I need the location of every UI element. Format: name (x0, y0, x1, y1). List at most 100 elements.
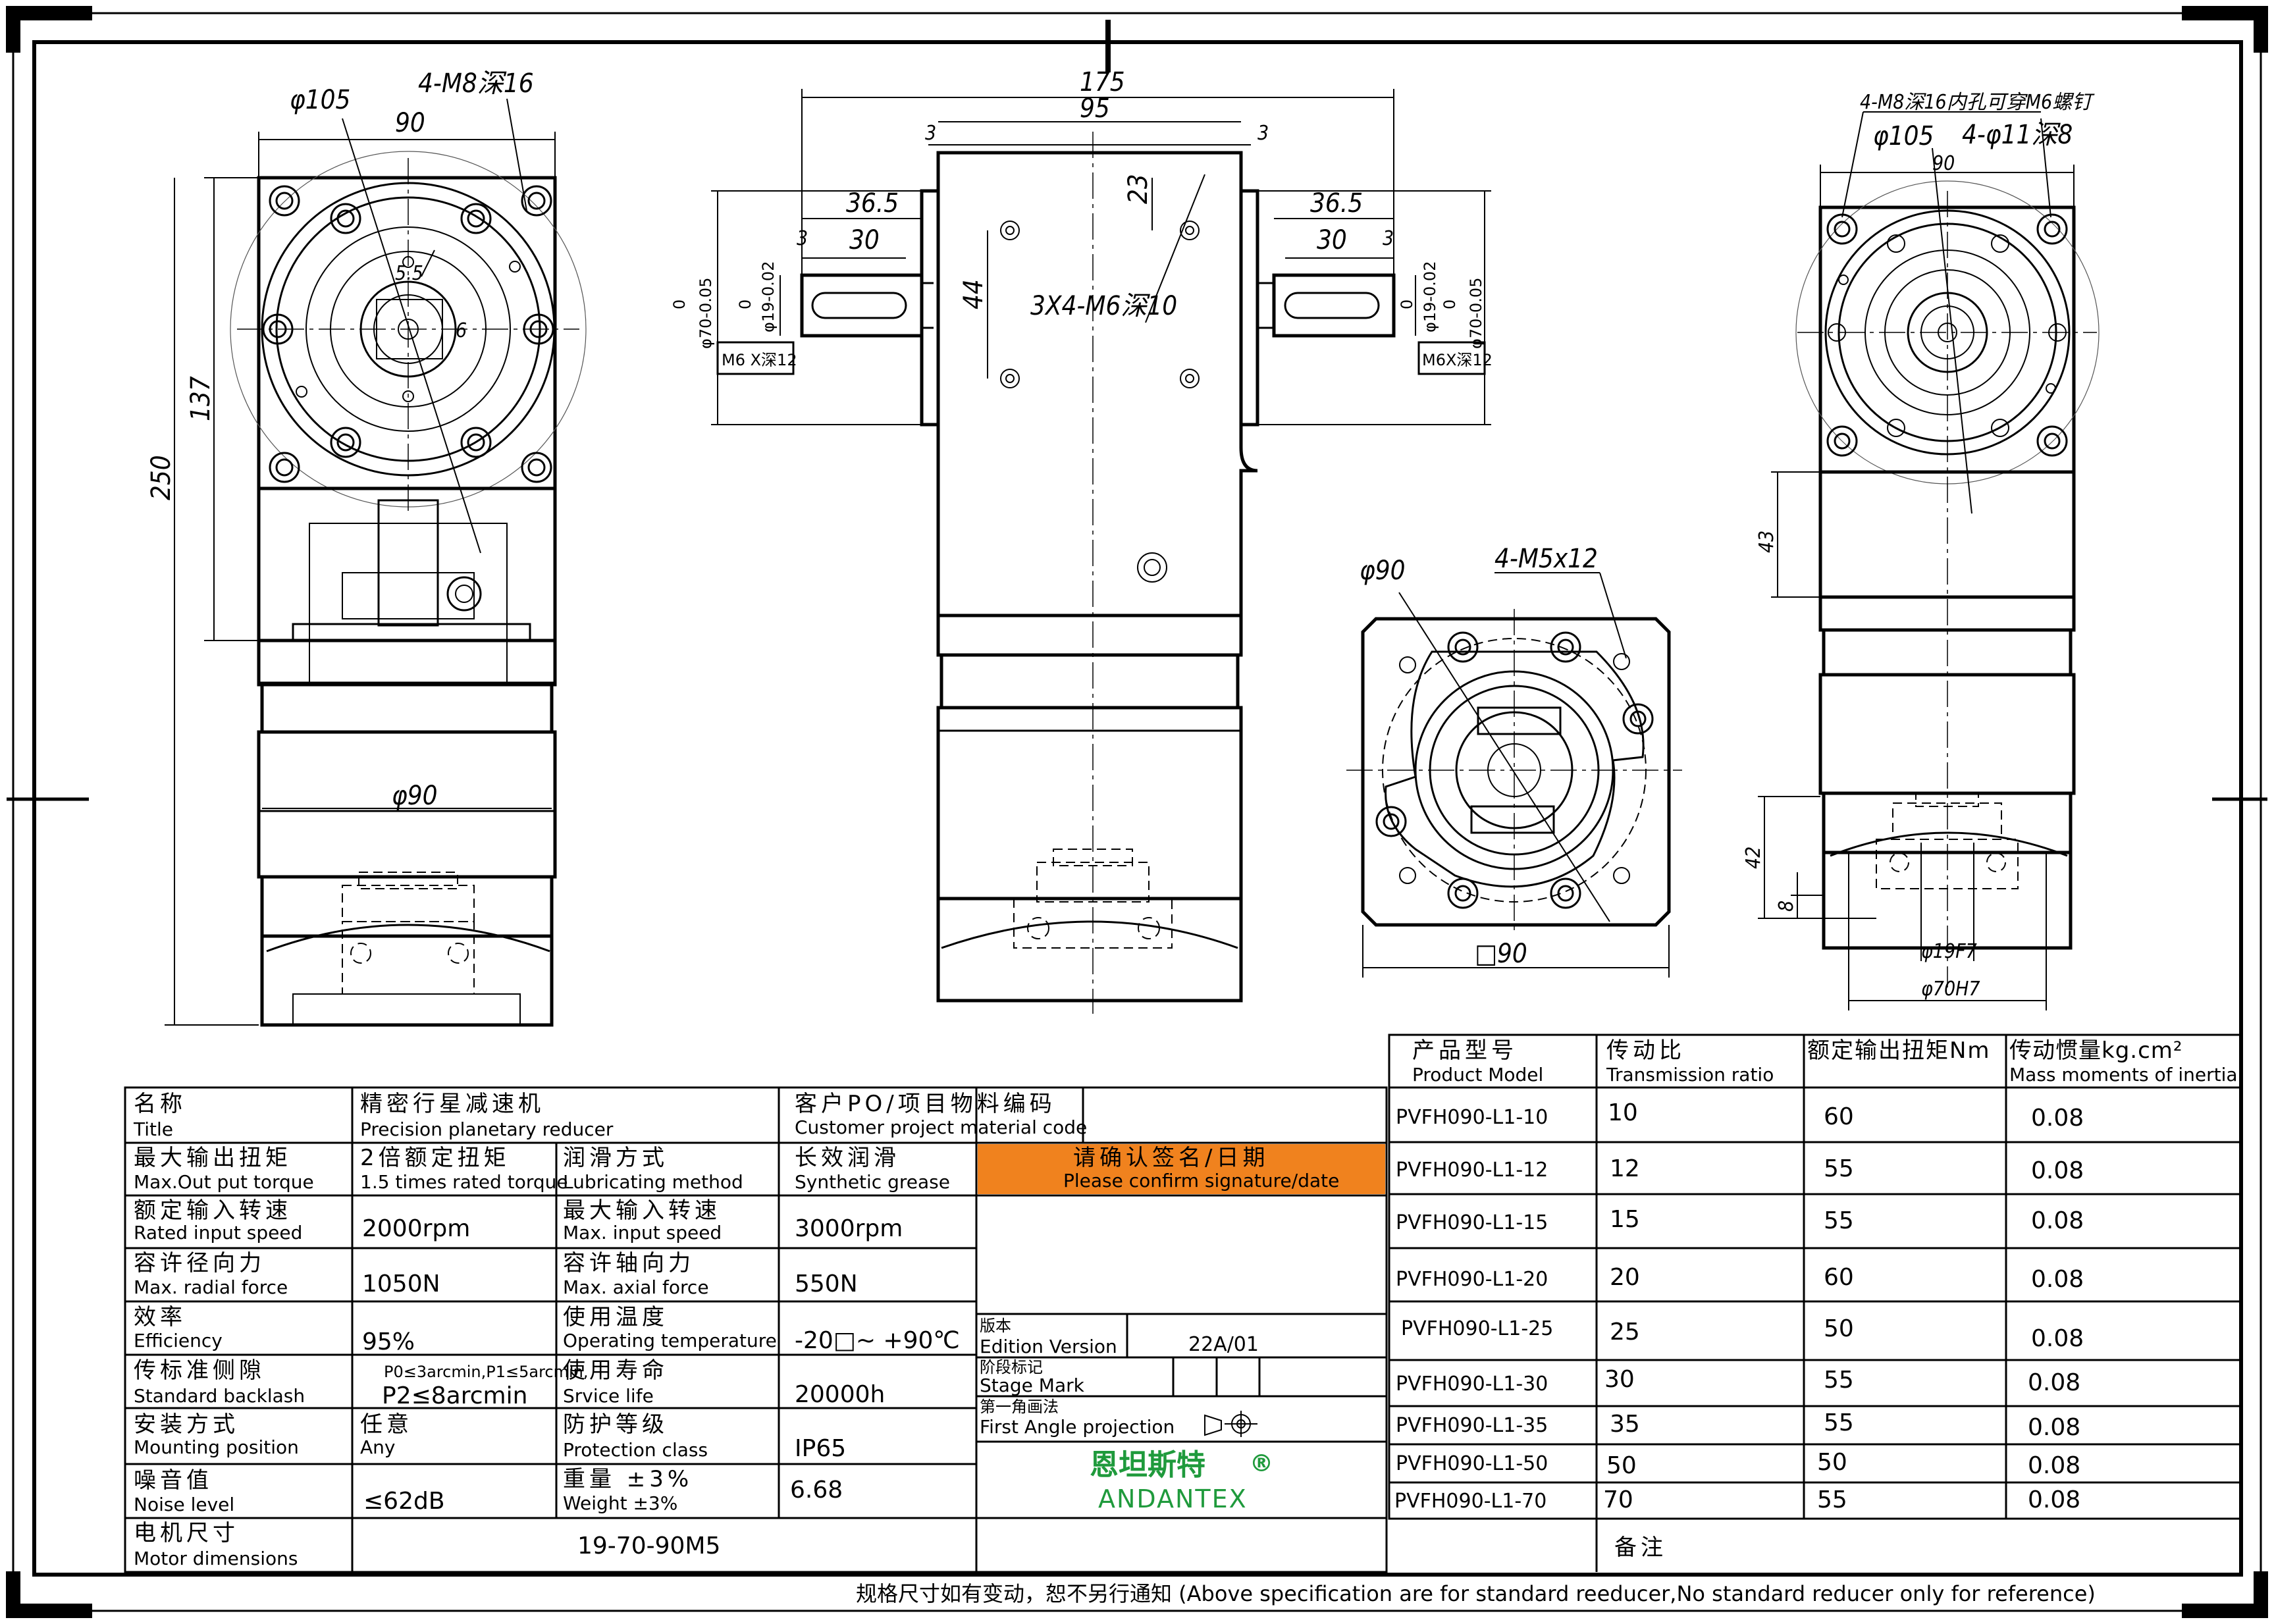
model-table-grid (1388, 1034, 2242, 1572)
left-dim-key2: 6 (456, 319, 467, 342)
spec-value-small: P0≤3arcmin,P1≤5arcmin, (384, 1363, 589, 1381)
spec-value: ≤62dB (363, 1488, 445, 1515)
edition-label-zh: 版本 (980, 1317, 1011, 1335)
torque-cell: 50 (1817, 1449, 1847, 1476)
spec-table-grid (124, 1086, 1388, 1573)
center-dim-left-d70: φ70-0.05 (697, 278, 715, 349)
inertia-header-en: Mass moments of inertia (2009, 1064, 2238, 1086)
title-value-en: Precision planetary reducer (360, 1118, 614, 1140)
customer-label-en: Customer project material code (795, 1116, 1087, 1138)
torque-cell: 55 (1817, 1486, 1847, 1513)
bottom-flange-view (1346, 572, 1682, 978)
spec-label-en: Efficiency (134, 1330, 223, 1351)
center-dim-right-3: 3 (1383, 227, 1394, 250)
spec-label-en: Max. input speed (563, 1222, 722, 1244)
spec-label-zh: 安装方式 (134, 1411, 239, 1438)
center-dim-23: 23 (1123, 174, 1153, 204)
spec-label-en: Lubricating method (563, 1171, 743, 1193)
spec-label-zh: 额定输入转速 (134, 1197, 292, 1224)
first-angle-projection-icon (1204, 1411, 1257, 1437)
left-dim-height1: 137 (186, 376, 216, 421)
bottom-dim-d90: φ90 (1360, 556, 1406, 586)
ratio-cell: 50 (1606, 1452, 1637, 1479)
center-dim-right-30: 30 (1317, 225, 1347, 255)
center-dim-mid: 95 (1080, 93, 1110, 124)
right-dim-tapped: 4-M8深16内孔可穿M6螺钉 (1860, 91, 2095, 114)
spec-label-zh: 最大输出扭矩 (134, 1145, 292, 1171)
inertia-cell: 0.08 (2031, 1105, 2084, 1132)
torque-cell: 55 (1824, 1367, 1854, 1394)
inertia-cell: 0.08 (2031, 1207, 2084, 1234)
ratio-cell: 25 (1610, 1319, 1640, 1346)
model-cell: PVFH090-L1-50 (1396, 1452, 1548, 1475)
spec-label-en: Srvice life (563, 1385, 654, 1407)
spec-label-en: Weight ±3% (563, 1492, 677, 1514)
spec-label-en: Max.Out put torque (134, 1171, 314, 1193)
title-value-zh: 精密行星减速机 (360, 1091, 544, 1117)
brand-name-zh: 恩坦斯特 (1090, 1448, 1205, 1482)
spec-label-zh: 最大输入转速 (563, 1197, 721, 1224)
left-dim-width: 90 (395, 108, 425, 138)
ratio-cell: 70 (1603, 1486, 1633, 1513)
inertia-cell: 0.08 (2031, 1266, 2084, 1293)
inertia-cell: 0.08 (2031, 1325, 2084, 1352)
footer-note: 规格尺寸如有变动，恕不另行通知 (Above specification are… (856, 1581, 2096, 1606)
spec-value: 1050N (362, 1270, 440, 1297)
spec-value: P2≤8arcmin (382, 1382, 527, 1409)
center-dim-left-d19-tol: 0 (736, 300, 754, 309)
spec-value-zh: 2倍额定扭矩 (360, 1145, 510, 1171)
center-dim-left-d70-tol: 0 (670, 300, 689, 309)
model-cell: PVFH090-L1-35 (1396, 1414, 1548, 1437)
spec-value: 550N (795, 1270, 858, 1297)
center-dim-left-365: 36.5 (846, 188, 899, 219)
ratio-cell: 12 (1610, 1155, 1640, 1182)
spec-label-zh: 防护等级 (563, 1411, 668, 1438)
model-cell: PVFH090-L1-10 (1396, 1106, 1548, 1129)
edition-value: 22A/01 (1188, 1333, 1259, 1356)
confirm-signature-box[interactable] (978, 1144, 1385, 1194)
center-view (711, 89, 1491, 1014)
inertia-cell: 0.08 (2028, 1486, 2080, 1513)
ratio-cell: 30 (1604, 1366, 1635, 1393)
spec-label-zh: 使用寿命 (563, 1357, 668, 1384)
torque-header-zh: 额定输出扭矩Nm (1807, 1037, 1991, 1064)
ratio-header-zh: 传动比 (1606, 1037, 1685, 1064)
motor-label-en: Motor dimensions (134, 1548, 298, 1569)
ratio-cell: 35 (1610, 1411, 1640, 1438)
left-dim-key: 5.5 (395, 262, 423, 285)
model-cell: PVFH090-L1-12 (1396, 1159, 1548, 1182)
customer-label-zh: 客户PO/项目物料编码 (795, 1091, 1056, 1117)
right-dim-8: 8 (1775, 901, 1798, 912)
brand-name-en: ANDANTEX (1098, 1484, 1248, 1513)
inertia-header-zh: 传动惯量kg.cm² (2009, 1037, 2183, 1064)
title-label-zh: 名称 (134, 1091, 186, 1117)
center-dim-right-d70: φ70-0.05 (1467, 278, 1485, 349)
spec-label-zh: 使用温度 (563, 1304, 668, 1330)
center-dim-3a: 3 (925, 122, 936, 145)
spec-label-en: Standard backlash (134, 1385, 305, 1407)
spec-value: IP65 (795, 1435, 846, 1462)
right-dim-19f7: φ19F7 (1921, 940, 1977, 963)
center-dim-right-365: 36.5 (1310, 188, 1363, 219)
spec-label-en: Noise level (134, 1494, 234, 1515)
model-cell: PVFH090-L1-25 (1401, 1317, 1553, 1340)
center-dim-total: 175 (1080, 67, 1125, 97)
spec-value-zh: 长效润滑 (795, 1145, 900, 1171)
spec-label-en: Rated input speed (134, 1222, 302, 1244)
torque-cell: 50 (1824, 1315, 1854, 1342)
inertia-cell: 0.08 (2028, 1369, 2080, 1396)
motor-label-zh: 电机尺寸 (134, 1520, 239, 1546)
right-dim-43: 43 (1755, 531, 1778, 553)
torque-cell: 60 (1824, 1264, 1854, 1291)
right-dim-thru: 4-φ11深8 (1962, 120, 2073, 150)
spec-label-en: Operating temperature (563, 1330, 777, 1351)
bottom-dim-m5: 4-M5x12 (1494, 544, 1598, 574)
bottom-dim-sq90: □90 (1475, 939, 1527, 969)
torque-cell: 55 (1824, 1207, 1854, 1234)
left-view (165, 98, 587, 1027)
spec-value: 20000h (795, 1381, 885, 1408)
torque-cell: 55 (1824, 1409, 1854, 1436)
brand-reg-mark: ® (1250, 1450, 1273, 1477)
spec-label-zh: 传标准侧隙 (134, 1357, 265, 1384)
